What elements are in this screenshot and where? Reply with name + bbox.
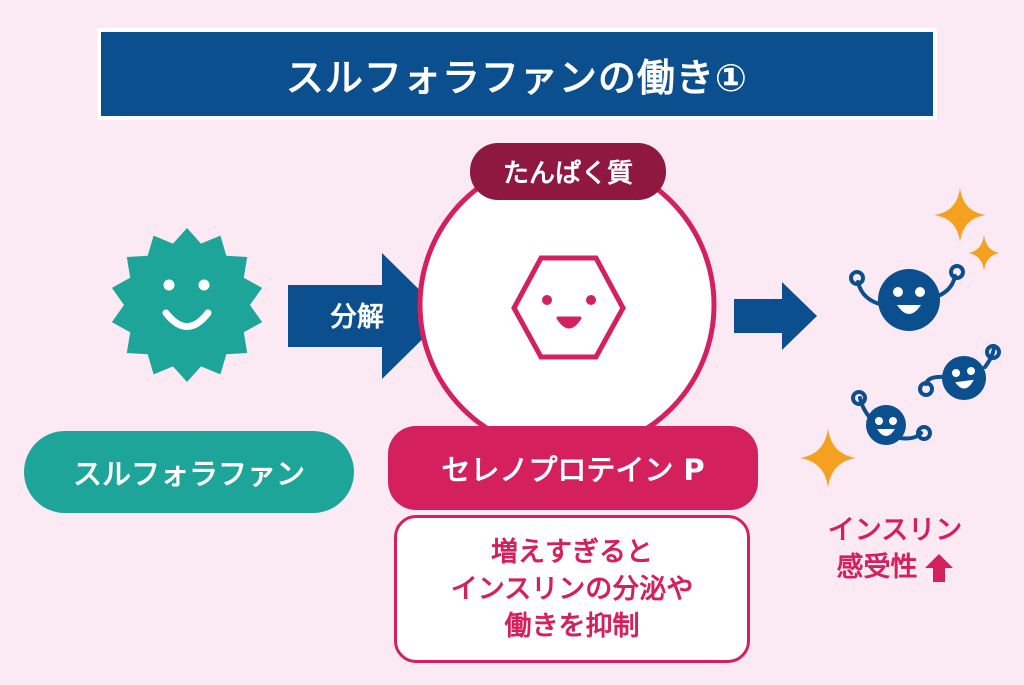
- note-line: インスリンの分泌や: [450, 573, 694, 605]
- selenoprotein-icon: [511, 255, 626, 360]
- note-line: 働きを抑制: [504, 610, 640, 642]
- sparkle-icon: [934, 188, 986, 242]
- insulin-molecule-icon: [851, 390, 932, 445]
- selenoprotein-label: セレノプロテイン P: [388, 426, 758, 510]
- sulforaphane-icon: [111, 228, 263, 382]
- sulforaphane-label-text: スルフォラファン: [72, 457, 305, 491]
- note-line: 増えすぎると: [491, 536, 653, 568]
- sparkle-icons: [800, 188, 1000, 488]
- protein-label-text: たんぱく質: [502, 159, 633, 189]
- title-banner: スルフォラファンの働き①: [97, 28, 937, 120]
- insulin-line: インスリン: [827, 515, 963, 546]
- insulin-molecule-icon: [849, 264, 965, 331]
- page-title: スルフォラファンの働き①: [285, 55, 749, 100]
- sparkle-icon: [968, 235, 1000, 271]
- decompose-label: 分解: [330, 302, 384, 333]
- insulin-molecule-icon: [918, 344, 1001, 400]
- insulin-sensitivity-label: インスリン 感受性: [790, 512, 1000, 586]
- decompose-arrow: 分解: [288, 253, 446, 379]
- selenoprotein-label-text: セレノプロテイン P: [441, 453, 705, 487]
- sparkle-icon: [800, 428, 856, 488]
- protein-label: たんぱく質: [470, 143, 666, 200]
- inhibition-note: 増えすぎると インスリンの分泌や 働きを抑制: [394, 515, 750, 663]
- up-arrow-icon: [924, 553, 953, 582]
- insulin-line: 感受性: [836, 552, 918, 583]
- sulforaphane-label: スルフォラファン: [24, 431, 354, 513]
- result-arrow: [734, 282, 817, 350]
